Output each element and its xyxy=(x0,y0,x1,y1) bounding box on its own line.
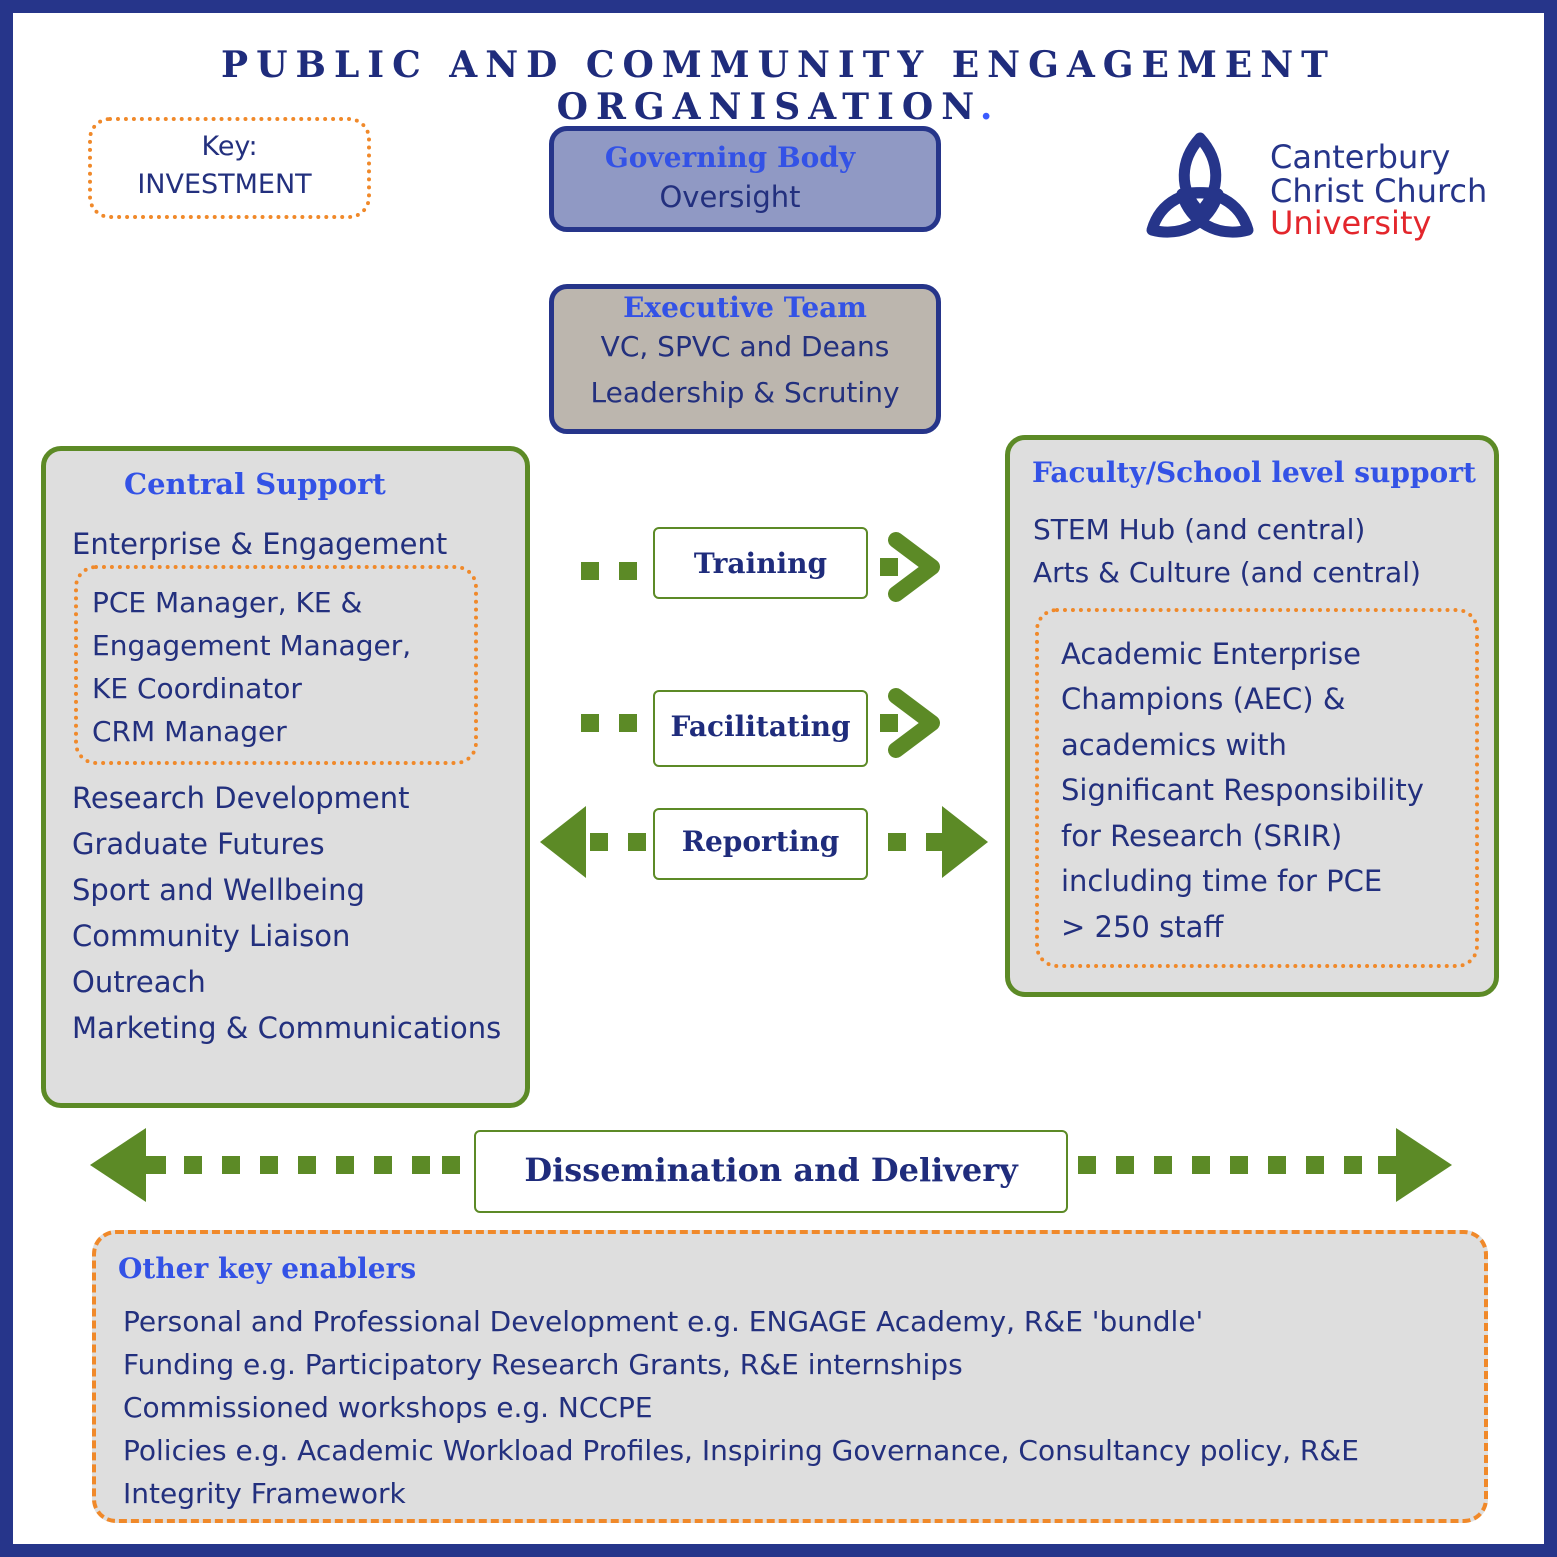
chevron-right-icon xyxy=(888,688,940,758)
arrow-left-icon xyxy=(540,806,586,878)
key-label: Key: xyxy=(201,131,258,162)
enablers-panel: Other key enablers Personal and Professi… xyxy=(92,1230,1488,1523)
dash-segment xyxy=(880,714,898,732)
central-support-panel: Central Support Enterprise & Engagement … xyxy=(41,446,530,1108)
dash-segment xyxy=(581,714,599,732)
reporting-label: Reporting xyxy=(653,808,868,880)
logo-text-line: Christ Church xyxy=(1270,172,1488,210)
enabler-line: Funding e.g. Participatory Research Gran… xyxy=(123,1348,963,1381)
central-support-item: Marketing & Communications xyxy=(72,1011,502,1045)
faculty-support-heading: Faculty/School level support xyxy=(1032,456,1476,489)
central-support-item: Community Liaison xyxy=(72,919,351,953)
dash-segment xyxy=(926,833,944,851)
logo-text-line: University xyxy=(1270,204,1432,242)
dash-segment xyxy=(880,558,898,576)
dash-segment xyxy=(590,833,608,851)
governing-body-role: Oversight xyxy=(659,180,801,214)
enablers-heading: Other key enablers xyxy=(118,1252,417,1285)
central-support-item: Enterprise & Engagement xyxy=(72,527,448,561)
key-legend: Key: INVESTMENT xyxy=(88,117,371,219)
dash-segment xyxy=(888,833,906,851)
investment-item: Significant Responsibility xyxy=(1061,773,1424,807)
university-logo: Canterbury Christ Church University xyxy=(1140,130,1500,245)
dash-segment xyxy=(619,562,637,580)
executive-team-box: Executive Team VC, SPVC and Deans Leader… xyxy=(549,284,941,434)
investment-item: KE Coordinator xyxy=(92,672,302,705)
central-support-heading: Central Support xyxy=(124,467,386,501)
dissemination-label: Dissemination and Delivery xyxy=(474,1130,1068,1213)
trinity-knot-icon xyxy=(1146,132,1254,238)
executive-team-line: VC, SPVC and Deans xyxy=(600,330,890,363)
investment-item: > 250 staff xyxy=(1061,910,1224,944)
investment-item: CRM Manager xyxy=(92,715,287,748)
key-value: INVESTMENT xyxy=(137,169,312,200)
enabler-line: Commissioned workshops e.g. NCCPE xyxy=(123,1391,653,1424)
arrow-right-icon xyxy=(942,806,988,878)
investment-item: Champions (AEC) & xyxy=(1061,682,1346,716)
governing-body-heading: Governing Body xyxy=(604,141,856,174)
executive-team-heading: Executive Team xyxy=(623,291,867,324)
investment-group: PCE Manager, KE & Engagement Manager, KE… xyxy=(74,565,478,765)
investment-item: for Research (SRIR) xyxy=(1061,819,1343,853)
central-support-item: Outreach xyxy=(72,965,206,999)
faculty-support-item: Arts & Culture (and central) xyxy=(1033,556,1421,589)
central-support-item: Research Development xyxy=(72,781,410,815)
investment-group: Academic Enterprise Champions (AEC) & ac… xyxy=(1035,608,1479,968)
chevron-right-icon xyxy=(888,532,940,602)
investment-item: academics with xyxy=(1061,728,1287,762)
governing-body-box: Governing Body Oversight xyxy=(549,126,941,232)
training-label: Training xyxy=(653,527,868,599)
arrow-left-icon xyxy=(90,1128,146,1202)
logo-text-line: Canterbury xyxy=(1270,138,1451,176)
enabler-line: Integrity Framework xyxy=(123,1477,406,1510)
page-title: PUBLIC AND COMMUNITY ENGAGEMENT ORGANISA… xyxy=(221,44,1336,128)
dash-segment xyxy=(581,562,599,580)
arrow-right-icon xyxy=(1396,1128,1452,1202)
investment-item: Academic Enterprise xyxy=(1061,637,1361,671)
dash-segment xyxy=(619,714,637,732)
executive-team-line: Leadership & Scrutiny xyxy=(590,376,900,409)
investment-item: Engagement Manager, xyxy=(92,629,412,662)
central-support-item: Graduate Futures xyxy=(72,827,325,861)
facilitating-label: Facilitating xyxy=(653,690,868,767)
faculty-support-item: STEM Hub (and central) xyxy=(1033,513,1366,546)
faculty-support-panel: Faculty/School level support STEM Hub (a… xyxy=(1005,435,1499,997)
investment-item: including time for PCE xyxy=(1061,864,1383,898)
investment-item: PCE Manager, KE & xyxy=(92,586,363,619)
dash-segment xyxy=(628,833,646,851)
enabler-line: Policies e.g. Academic Workload Profiles… xyxy=(123,1434,1359,1467)
enabler-line: Personal and Professional Development e.… xyxy=(123,1305,1204,1338)
central-support-item: Sport and Wellbeing xyxy=(72,873,365,907)
